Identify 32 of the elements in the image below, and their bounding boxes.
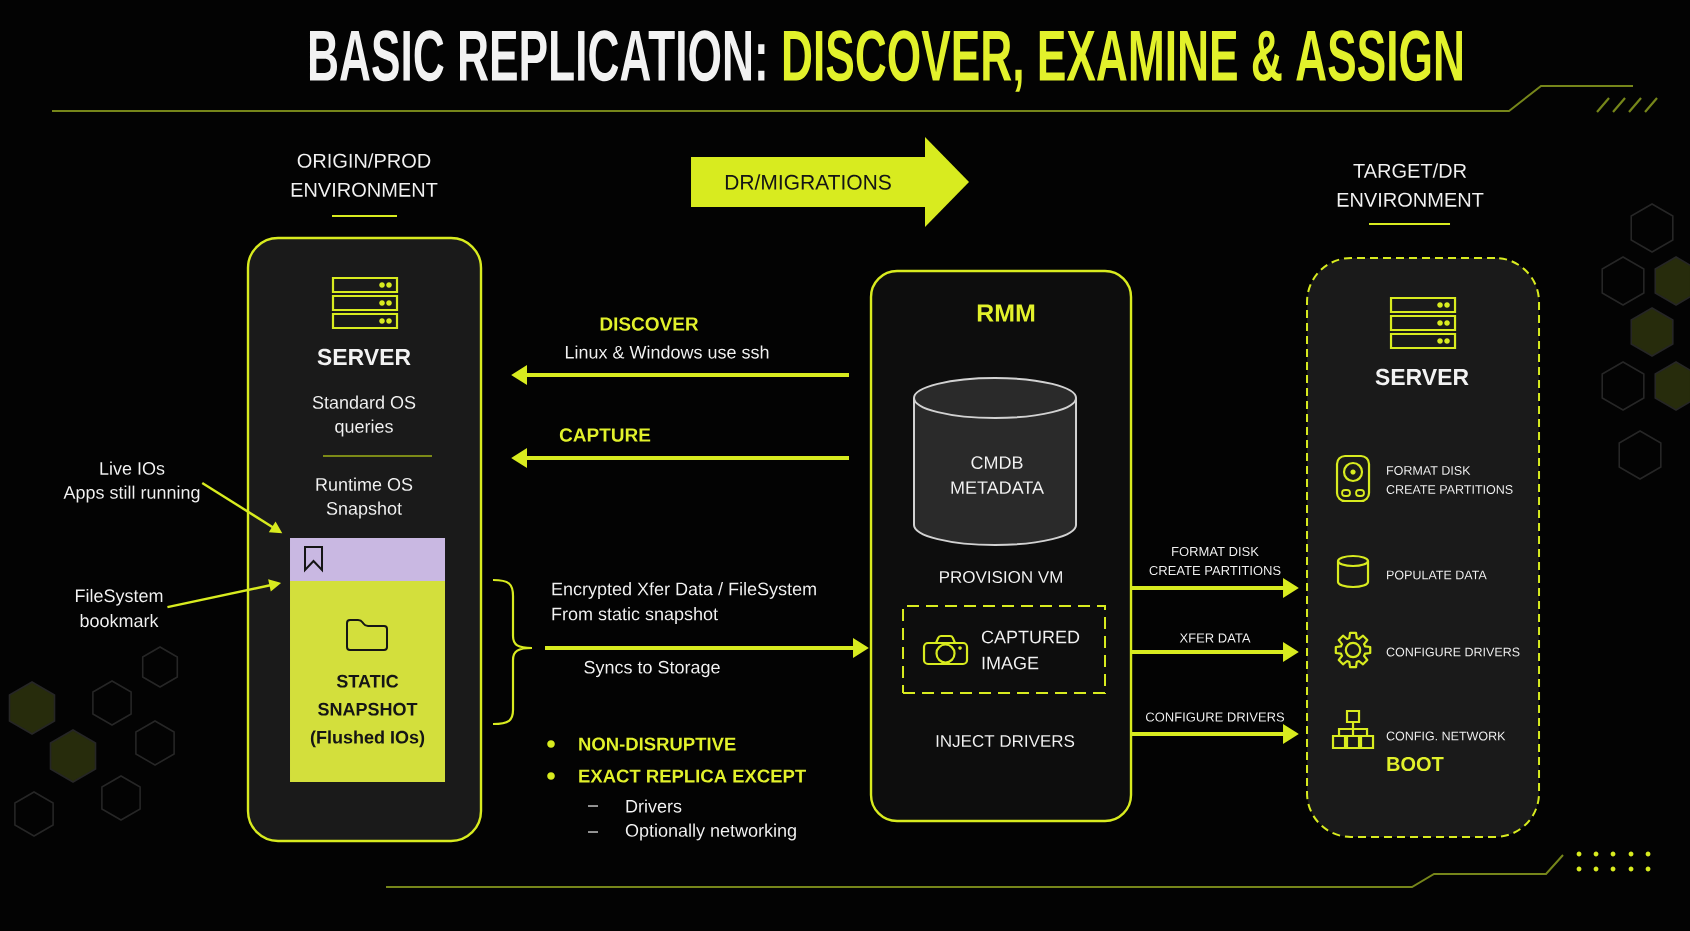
list-item: Drivers bbox=[626, 799, 682, 813]
edge-label: FORMAT DISK CREATE PARTITIONS bbox=[1149, 546, 1281, 576]
step-label: INJECT DRIVERS bbox=[936, 735, 1075, 747]
note-text: Syncs to Storage bbox=[584, 660, 720, 678]
edge-label: Encrypted Xfer Data / FileSystem From static snapshot bbox=[552, 582, 816, 624]
heading: ORIGIN/PROD ENVIRONMENT bbox=[291, 153, 438, 197]
item-text: CONFIGURE DRIVERS bbox=[1386, 647, 1520, 657]
title: BASIC REPLICATION: DISCOVER, EXAMINE & ASSIGN bbox=[310, 30, 1462, 92]
edge-label: CONFIGURE DRIVERS bbox=[1146, 712, 1285, 722]
note-text: Linux & Windows use ssh bbox=[565, 345, 769, 359]
body-text: Runtime OS Snapshot bbox=[316, 477, 413, 519]
step-label: PROVISION VM bbox=[940, 571, 1062, 583]
edge-label: DISCOVER bbox=[600, 317, 699, 331]
item-text: FORMAT DISK CREATE PARTITIONS bbox=[1386, 466, 1513, 494]
list-item: Optionally networking bbox=[625, 823, 796, 841]
panel-title: RMM bbox=[977, 304, 1035, 322]
edge-label: CAPTURE bbox=[559, 428, 651, 442]
list-item: NON-DISRUPTIVE bbox=[579, 737, 736, 751]
item-text: POPULATE DATA bbox=[1387, 570, 1487, 580]
body-text: Standard OS queries bbox=[312, 395, 416, 437]
list-item: EXACT REPLICA EXCEPT bbox=[579, 769, 806, 783]
database-cylinder: CMDB METADATA bbox=[913, 377, 1077, 546]
server-label: SERVER bbox=[317, 348, 411, 366]
edge-label: XFER DATA bbox=[1179, 633, 1251, 643]
item-text: CONFIG. NETWORK bbox=[1386, 731, 1506, 741]
status-text: BOOT bbox=[1387, 756, 1444, 772]
annotation-text: FileSystem bookmark bbox=[75, 588, 163, 628]
server-label: SERVER bbox=[1375, 368, 1469, 386]
annotation-text: Live IOs Apps still running bbox=[63, 461, 200, 503]
snapshot-block: STATIC SNAPSHOT (Flushed IOs) bbox=[290, 581, 445, 782]
heading: TARGET/DR ENVIRONMENT bbox=[1337, 163, 1484, 207]
dashed-frame: CAPTURED IMAGE bbox=[902, 605, 1106, 694]
